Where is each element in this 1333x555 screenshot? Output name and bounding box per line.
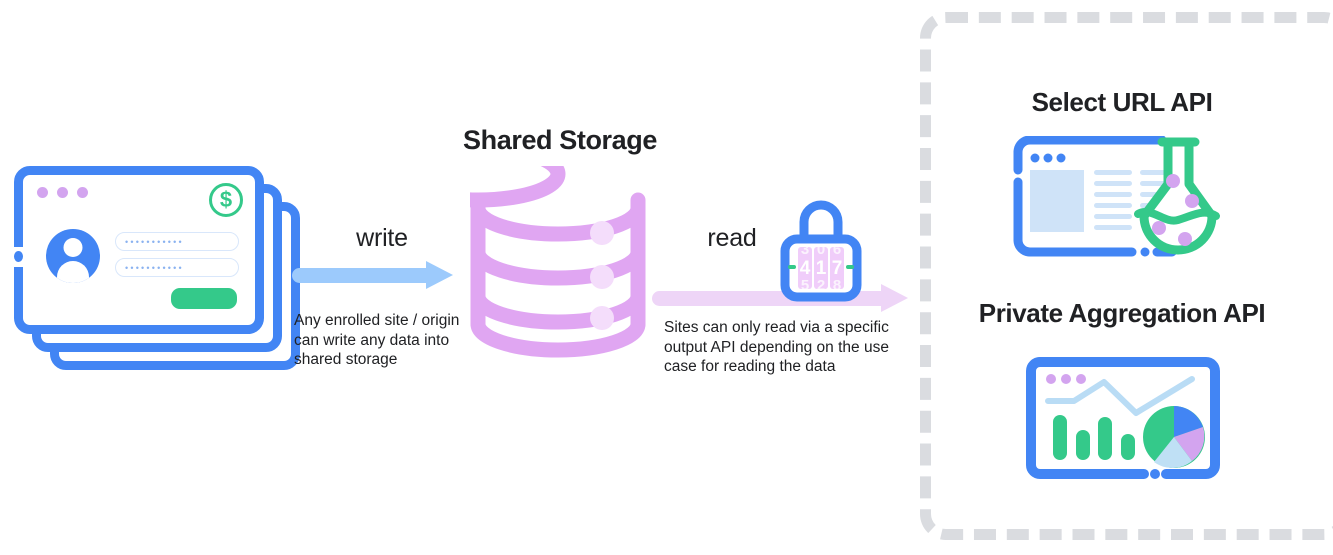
svg-text:6: 6 — [833, 241, 841, 258]
private-aggregation-api-title: Private Aggregation API — [978, 298, 1266, 328]
write-label: write — [356, 224, 408, 252]
svg-text:2: 2 — [817, 277, 825, 294]
window-dots — [37, 187, 88, 198]
source-sites-illustration: $ ••••••••••• ••••••••••• — [12, 166, 304, 372]
output-apis-panel — [920, 12, 1333, 540]
user-avatar-icon — [46, 229, 100, 283]
read-caption: Sites can only read via a specific outpu… — [664, 319, 889, 375]
window-dot-2 — [57, 187, 68, 198]
username-field[interactable]: ••••••••••• — [115, 232, 239, 251]
private-agg-svg — [1026, 357, 1220, 479]
database-cylinder-icon — [470, 166, 646, 358]
svg-text:5: 5 — [801, 277, 809, 294]
lock-svg: 4 1 7 3 0 6 5 2 8 — [780, 200, 862, 302]
dollar-symbol: $ — [219, 186, 233, 212]
dollar-circle-icon: $ — [209, 183, 243, 217]
write-arrow-icon — [292, 261, 472, 289]
write-arrow-head — [426, 261, 453, 289]
browser-window-with-flask-icon — [1012, 135, 1234, 258]
lock-digit-1: 4 — [800, 258, 811, 279]
lock-digit-3: 7 — [832, 258, 843, 279]
lock-digit-2: 1 — [816, 258, 827, 279]
select-url-svg — [1013, 135, 1220, 257]
browser-card-front: $ ••••••••••• ••••••••••• — [12, 166, 264, 334]
svg-text:8: 8 — [833, 277, 841, 294]
avatar-head — [63, 238, 83, 257]
window-dot-1 — [37, 187, 48, 198]
database-svg — [470, 166, 646, 358]
submit-button[interactable] — [171, 288, 237, 309]
svg-text:3: 3 — [801, 241, 809, 258]
select-url-api-title: Select URL API — [1031, 87, 1213, 117]
write-arrow-bar — [292, 268, 437, 283]
card-edge-dot — [14, 251, 23, 262]
read-label: read — [707, 224, 757, 252]
avatar-body — [57, 261, 89, 283]
browser-window-with-charts-icon — [1026, 357, 1220, 483]
read-arrow-head — [881, 284, 908, 312]
svg-text:0: 0 — [817, 241, 825, 258]
page-title: Shared Storage — [463, 125, 657, 155]
write-flow: write — [292, 224, 472, 289]
password-field[interactable]: ••••••••••• — [115, 258, 239, 277]
window-dot-3 — [77, 187, 88, 198]
combination-lock-icon: 4 1 7 3 0 6 5 2 8 — [778, 197, 864, 302]
write-caption: Any enrolled site / origin can write any… — [294, 312, 460, 368]
